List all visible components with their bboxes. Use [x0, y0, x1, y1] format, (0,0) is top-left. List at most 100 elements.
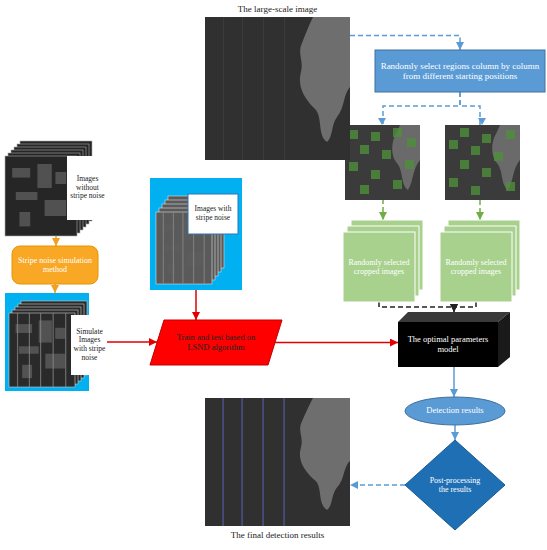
- connector-arrow: [454, 302, 476, 312]
- stripe-noise: [284, 17, 285, 160]
- node-label: Stripe noise simulation method: [15, 248, 95, 282]
- node-label: Randomly select regions column by column…: [379, 52, 541, 90]
- output-image-shape: [205, 398, 350, 526]
- connector-arrow: [54, 284, 56, 293]
- node-label: Randomly selected cropped images: [440, 232, 512, 302]
- input-image: The large-scale image: [205, 17, 350, 160]
- coast-land: [392, 125, 420, 190]
- sample-thumbnail: [345, 125, 420, 200]
- image-texture: [22, 365, 32, 378]
- arrow-head: [478, 118, 486, 125]
- box-front-face: [398, 322, 498, 367]
- label-box: [188, 194, 238, 234]
- connector-arrow: [454, 425, 456, 440]
- parallelogram-outline: [150, 320, 282, 365]
- model-box: The optimal parameters model: [398, 312, 510, 367]
- image-texture: [12, 168, 30, 178]
- image-layer: [440, 232, 512, 302]
- selected-region: [393, 128, 402, 137]
- selected-region: [407, 138, 416, 147]
- label-box: [67, 156, 107, 220]
- stripe-noise: [65, 313, 66, 387]
- selected-region: [371, 132, 380, 141]
- image-stack-shape: [440, 220, 520, 302]
- selected-region: [471, 186, 480, 195]
- node-label: Images without stripe noise: [68, 158, 107, 218]
- image-stack: Images without stripe noise: [5, 138, 107, 236]
- image-background: [205, 17, 350, 160]
- selected-region: [506, 130, 515, 139]
- image-layer: [343, 232, 415, 302]
- selected-region: [482, 168, 491, 177]
- image-texture: [187, 252, 204, 266]
- image-texture: [16, 192, 38, 200]
- image-texture: [164, 244, 181, 251]
- process-box: Randomly select regions column by column…: [375, 50, 545, 92]
- process-box: Stripe noise simulation method: [12, 246, 98, 284]
- selected-region: [393, 180, 402, 189]
- image-layer: [9, 313, 75, 387]
- connector-arrow: [379, 302, 454, 312]
- image-stack: Simulate Images with stripe noise: [5, 293, 107, 391]
- output-image-outline: [205, 398, 350, 526]
- sample-thumbnail: [445, 125, 520, 200]
- label-box: [71, 315, 107, 375]
- process-parallelogram-shape: [150, 320, 282, 365]
- image-layer: [5, 156, 77, 236]
- coast-land: [300, 17, 350, 142]
- selected-region: [471, 146, 480, 155]
- node-label: Train and test based on LSND algorithm: [166, 322, 266, 363]
- image-texture: [55, 328, 65, 339]
- input-image-shape: [205, 17, 350, 160]
- image-stack: Images with stripe noise: [150, 178, 242, 290]
- stripe-noise: [29, 313, 30, 387]
- box-outline: [12, 246, 98, 284]
- selected-region: [506, 182, 515, 191]
- selected-region: [349, 130, 358, 139]
- connector-arrow: [350, 484, 405, 486]
- decision-diamond: Post-processing the results: [405, 440, 505, 530]
- detected-stripe: [242, 398, 243, 526]
- image-texture: [19, 212, 30, 226]
- arrow-head: [378, 118, 386, 125]
- detected-stripe: [263, 398, 264, 526]
- stripe-noise: [263, 17, 264, 160]
- selected-region: [382, 150, 391, 159]
- process-box-shape: [12, 246, 98, 284]
- node-label: Images with stripe noise: [189, 195, 237, 233]
- selected-region: [460, 160, 469, 169]
- detected-stripe: [223, 398, 224, 526]
- selected-region: [494, 152, 503, 161]
- node-label: The large-scale image: [205, 2, 350, 16]
- stripe-noise: [173, 212, 174, 284]
- connector-arrow: [453, 367, 455, 397]
- coast-land: [300, 398, 350, 510]
- process-parallelogram: Train and test based on LSND algorithm: [150, 320, 282, 365]
- result-ellipse-shape: [405, 397, 505, 425]
- output-image: The final detection results: [205, 398, 350, 526]
- diamond-outline: [405, 440, 505, 530]
- ellipse-outline: [405, 397, 505, 425]
- node-label: Detection results: [411, 397, 499, 425]
- selected-region: [482, 134, 491, 143]
- stripe-noise: [223, 17, 224, 160]
- stripe-noise: [223, 398, 224, 526]
- connector-arrow: [55, 236, 57, 246]
- node-label: The optimal parameters model: [400, 323, 496, 366]
- image-stack-shape: [5, 141, 107, 236]
- image-texture: [37, 164, 51, 188]
- box-side-face: [498, 312, 510, 367]
- stripe-noise: [40, 313, 41, 387]
- node-label: Randomly selected cropped images: [343, 232, 415, 302]
- selected-region: [349, 162, 358, 171]
- selected-region: [405, 160, 414, 169]
- stripe-noise: [242, 398, 243, 526]
- node-label: Post-processing the results: [427, 465, 483, 505]
- selected-region: [360, 145, 369, 154]
- image-stack-shape: [343, 220, 423, 302]
- image-texture: [45, 200, 67, 216]
- stripe-noise: [163, 212, 164, 284]
- stripe-noise: [263, 398, 264, 526]
- stripe-noise: [53, 313, 54, 387]
